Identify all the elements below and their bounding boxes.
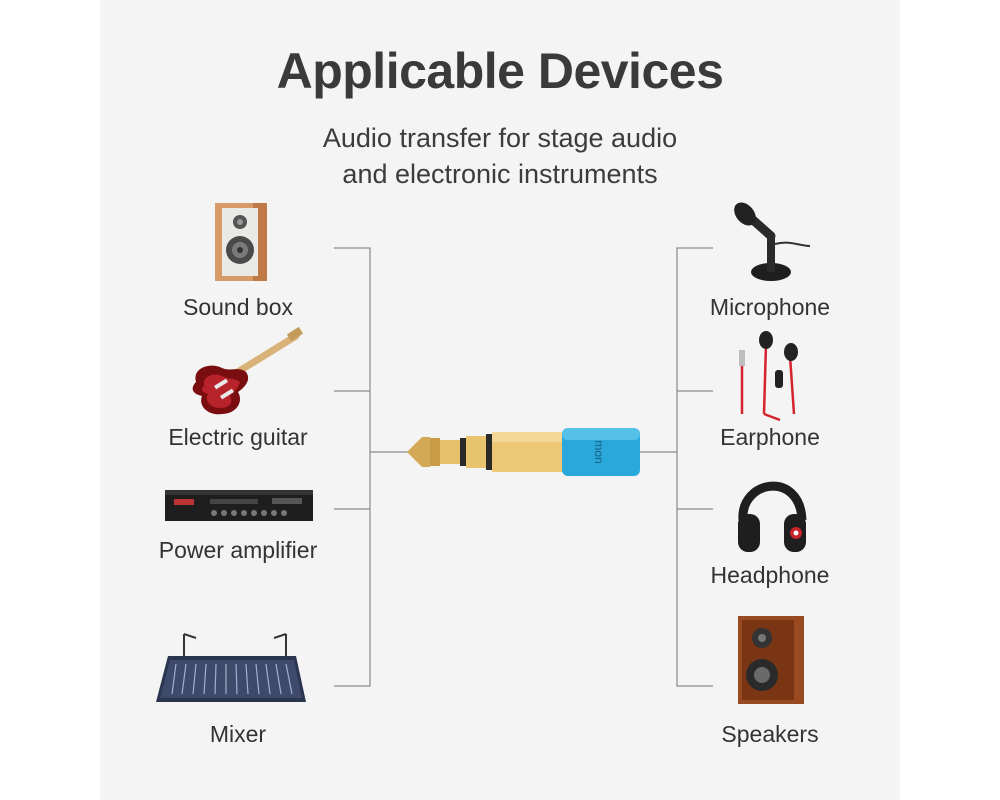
earphone-icon [739,331,798,422]
microphone-icon [734,202,811,281]
power-amplifier-icon [165,490,313,521]
label-speakers: Speakers [721,721,819,747]
label-microphone: Microphone [709,294,831,320]
speakers-icon [738,616,804,704]
label-earphone: Earphone [720,424,820,450]
connector-lines [334,247,713,687]
page-title: Applicable Devices [276,43,724,99]
label-power-amplifier: Power amplifier [158,537,318,563]
mixer-icon [156,633,306,702]
label-mixer: Mixer [209,721,267,747]
label-electric-guitar: Electric guitar [168,424,308,450]
electric-guitar-icon [192,326,304,415]
page-subtitle: Audio transfer for stage audio and elect… [0,120,1000,192]
subtitle-line-1: Audio transfer for stage audio [322,123,678,153]
label-sound-box: Sound box [183,294,293,320]
sound-box-icon [215,203,267,281]
headphone-icon [738,481,807,552]
adapter-brand-text: mon [592,440,606,463]
label-headphone: Headphone [710,562,830,588]
audio-adapter-icon: mon [407,428,640,476]
subtitle-line-2: and electronic instruments [342,159,658,189]
